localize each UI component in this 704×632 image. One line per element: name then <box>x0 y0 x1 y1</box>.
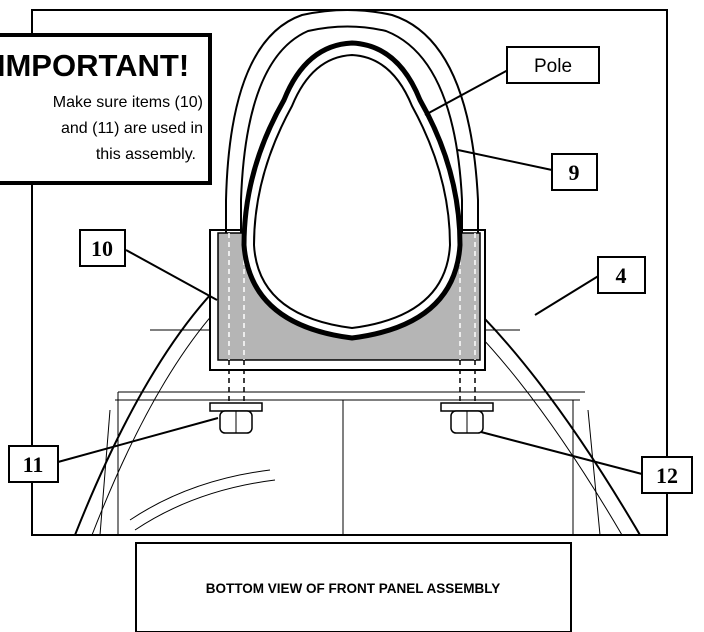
item-10-label: 10 <box>79 229 126 267</box>
pole-leader <box>424 69 509 116</box>
item-9-leader <box>457 149 553 171</box>
item-4-label: 4 <box>597 256 646 294</box>
bolt-left <box>209 360 263 434</box>
important-line-2: and (11) are used in <box>61 120 203 137</box>
important-line-1: Make sure items (10) <box>53 94 203 111</box>
item-12-label: 12 <box>641 456 693 494</box>
pole-label-text: Pole <box>534 56 572 77</box>
item-10-text: 10 <box>91 236 113 261</box>
item-4-leader <box>534 274 601 316</box>
item-9-text: 9 <box>569 160 580 185</box>
important-line-3: this assembly. <box>96 146 196 163</box>
item-4-text: 4 <box>616 263 627 288</box>
item-11-text: 11 <box>23 452 44 477</box>
u-bolt <box>225 9 479 360</box>
item-10-leader <box>125 249 218 301</box>
item-11-label: 11 <box>8 445 59 483</box>
front-panel <box>74 218 641 536</box>
item-11-leader <box>57 417 219 463</box>
important-callout: IMPORTANT! Make sure items (10) and (11)… <box>0 33 212 185</box>
bolt-right <box>440 360 494 434</box>
pole-label: Pole <box>506 46 600 84</box>
caption-text: BOTTOM VIEW OF FRONT PANEL ASSEMBLY <box>206 581 501 596</box>
caption-box: BOTTOM VIEW OF FRONT PANEL ASSEMBLY <box>135 542 572 632</box>
item-12-text: 12 <box>656 463 678 488</box>
important-title: IMPORTANT! <box>0 48 189 83</box>
item-9-label: 9 <box>551 153 598 191</box>
item-12-leader <box>480 431 643 475</box>
pole <box>241 40 463 341</box>
